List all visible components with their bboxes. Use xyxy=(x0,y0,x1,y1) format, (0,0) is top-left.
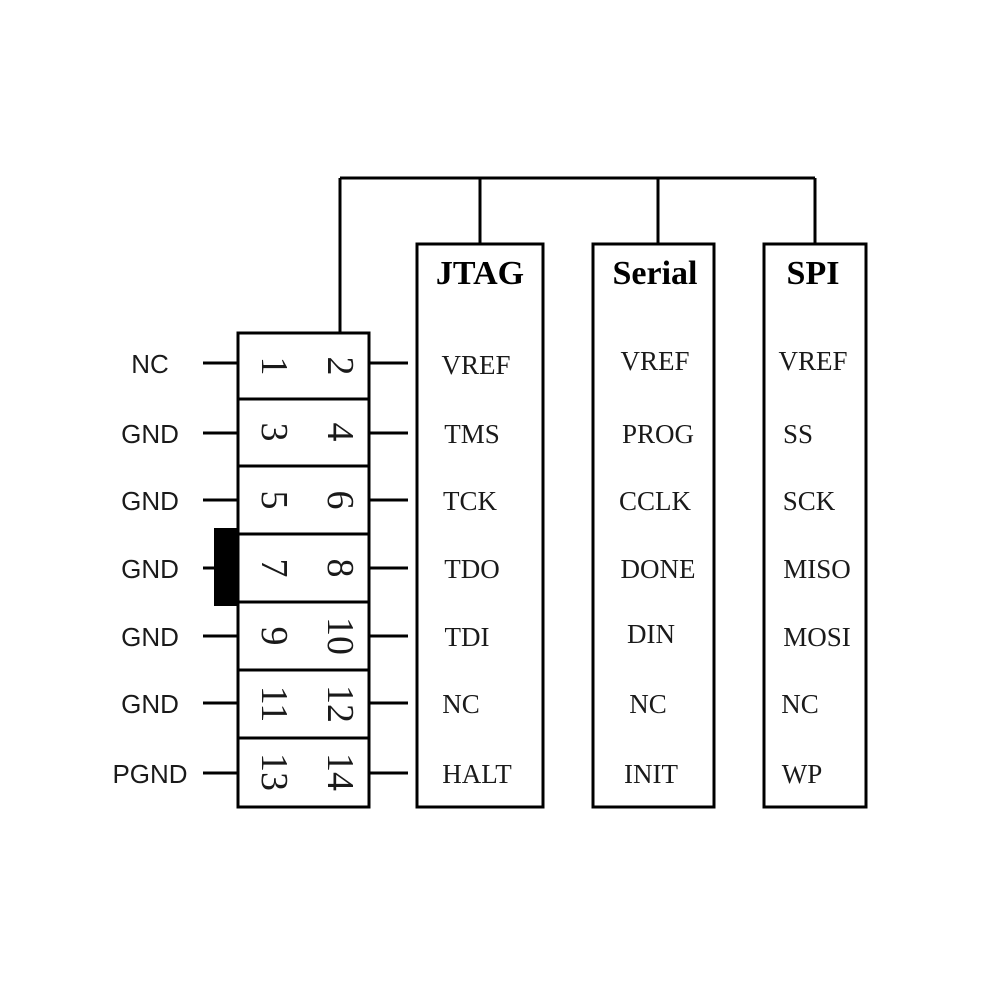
bus-lines xyxy=(338,176,817,333)
serial-signal: DONE xyxy=(621,554,696,584)
left-label: GND xyxy=(121,689,179,719)
left-leads xyxy=(203,361,238,775)
spi-header: SPI xyxy=(787,255,840,292)
serial-signal: INIT xyxy=(624,759,678,789)
keying-notch xyxy=(214,528,238,606)
pin-number: 3 xyxy=(253,423,295,442)
pin-number: 10 xyxy=(319,617,361,655)
pin-number: 7 xyxy=(253,559,295,578)
serial-box xyxy=(591,242,716,809)
left-labels: NC GND GND GND GND GND PGND xyxy=(112,349,187,789)
pin-number: 9 xyxy=(253,627,295,646)
pin-number: 5 xyxy=(253,491,295,510)
left-label: GND xyxy=(121,419,179,449)
serial-signal: PROG xyxy=(622,419,694,449)
jtag-column: JTAG VREF TMS TCK TDO TDI NC HALT xyxy=(415,242,545,809)
spi-column: SPI VREF SS SCK MISO MOSI NC WP xyxy=(762,242,868,809)
spi-signal: VREF xyxy=(778,346,847,376)
jtag-signal: HALT xyxy=(442,759,512,789)
spi-signal: NC xyxy=(781,689,819,719)
left-label: GND xyxy=(121,554,179,584)
pin-number: 12 xyxy=(319,685,361,723)
pin-number: 13 xyxy=(253,753,295,791)
right-leads xyxy=(369,361,408,775)
pin-number: 1 xyxy=(253,357,295,376)
pin-number: 8 xyxy=(319,559,361,578)
serial-column: Serial VREF PROG CCLK DONE DIN NC INIT xyxy=(591,242,716,809)
pin-number: 14 xyxy=(319,753,361,791)
jtag-signal: NC xyxy=(442,689,480,719)
jtag-signal: VREF xyxy=(441,350,510,380)
pin-number: 11 xyxy=(253,686,295,723)
pin-number: 2 xyxy=(319,357,361,376)
spi-signal: MOSI xyxy=(783,622,851,652)
spi-signal: SS xyxy=(783,419,813,449)
jtag-signal: TDO xyxy=(444,554,500,584)
serial-signal: DIN xyxy=(627,619,675,649)
left-label: NC xyxy=(131,349,169,379)
pin-number: 4 xyxy=(319,423,361,442)
jtag-header: JTAG xyxy=(436,255,524,292)
spi-signal: MISO xyxy=(783,554,851,584)
pin-numbers: 1 2 3 4 5 6 7 8 9 10 11 12 13 14 xyxy=(253,357,361,792)
pin-number: 6 xyxy=(319,491,361,510)
left-label: GND xyxy=(121,622,179,652)
left-label: PGND xyxy=(112,759,187,789)
jtag-signal: TMS xyxy=(444,419,500,449)
serial-signal: CCLK xyxy=(619,486,692,516)
spi-signal: SCK xyxy=(783,486,836,516)
left-label: GND xyxy=(121,486,179,516)
spi-signal: WP xyxy=(782,759,823,789)
spi-box xyxy=(762,242,868,809)
jtag-signal: TDI xyxy=(445,622,490,652)
jtag-box xyxy=(415,242,545,809)
serial-signal: VREF xyxy=(620,346,689,376)
jtag-signal: TCK xyxy=(443,486,498,516)
serial-signal: NC xyxy=(629,689,667,719)
serial-header: Serial xyxy=(613,255,698,292)
